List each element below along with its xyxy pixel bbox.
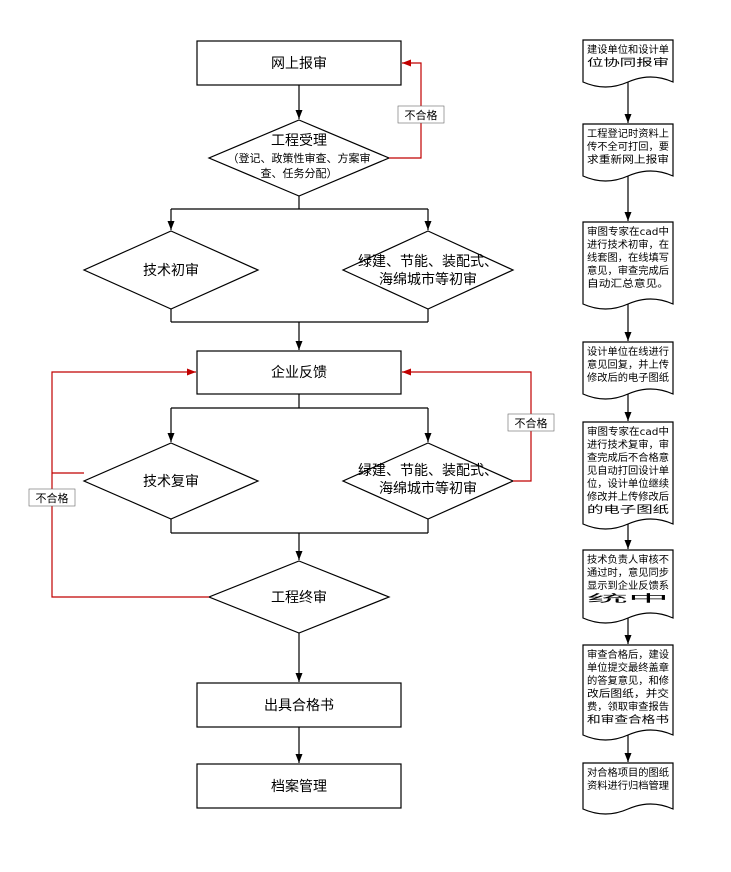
side-note-shape — [582, 421, 674, 530]
side-note-text-line: 通过时，意见同步 — [587, 566, 669, 579]
side-note-shape — [582, 644, 674, 741]
fail-loop-green-re-review: 不合格 — [402, 368, 555, 482]
enterprise-feedback-label: 企业反馈 — [271, 364, 327, 381]
fail-label-acceptance: 不合格 — [405, 108, 438, 122]
side-note-text-line: 资料进行归档管理 — [587, 779, 669, 792]
project-acceptance-node: 工程受理 （登记、政策性审查、方案审 查、任务分配） — [207, 119, 391, 197]
fail-label-final-review: 不合格 — [36, 491, 69, 505]
green-re-review-line-1: 绿建、节能、装配式、 — [358, 463, 498, 479]
side-note-text-line: 求重新网上报审 — [587, 153, 669, 166]
fail-loop-final-review: 不合格 — [28, 368, 209, 598]
side-note-text-line: 的电子图纸 — [587, 503, 669, 516]
side-note-text-line: 单位提交最终盖章 — [587, 661, 669, 674]
side-note-text-line: 的答复意见，和修 — [587, 674, 669, 687]
tech-initial-review-node: 技术初审 — [82, 230, 260, 310]
side-note-text-line: 改后图纸，并交 — [587, 687, 669, 700]
side-note-text-line: 修改后的电子图纸 — [587, 371, 669, 384]
green-initial-review-node: 绿建、节能、装配式、 海绵城市等初审 — [341, 230, 515, 310]
side-note-text-line: 审图专家在cad中 — [587, 425, 669, 438]
green-re-review-line-2: 海绵城市等初审 — [379, 480, 477, 497]
side-note-shape — [582, 39, 674, 88]
online-report-label: 网上报审 — [271, 56, 327, 72]
project-acceptance-detail-2: 查、任务分配） — [261, 166, 338, 180]
side-note-text-line: 审图专家在cad中 — [587, 225, 669, 238]
side-note-text-line: 设计单位在线进行 — [587, 345, 669, 358]
side-note-text-line: 工程登记时资料上 — [587, 127, 669, 140]
issue-certificate-label: 出具合格书 — [264, 698, 334, 714]
side-note-text-line: 和审查合格书 — [587, 713, 669, 726]
side-note-text-line: 统中 — [587, 592, 669, 605]
side-note-shape — [582, 762, 674, 815]
side-note-text-line: 对合格项目的图纸 — [587, 766, 669, 779]
tech-initial-review-label: 技术初审 — [143, 262, 199, 279]
enterprise-feedback-node: 企业反馈 — [196, 350, 402, 395]
green-initial-review-line-2: 海绵城市等初审 — [379, 271, 477, 288]
fail-loop-acceptance: 不合格 — [389, 59, 445, 159]
fail-label-green-re-review: 不合格 — [515, 416, 548, 430]
archive-management-node: 档案管理 — [196, 763, 402, 809]
green-initial-review-line-1: 绿建、节能、装配式、 — [358, 254, 498, 270]
side-note-shape — [582, 341, 674, 400]
side-note-text-line: 进行技术复审，审 — [587, 438, 669, 451]
project-acceptance-title: 工程受理 — [271, 133, 327, 149]
side-note-text-line: 查完成后不合格意 — [587, 451, 669, 464]
side-note-text-line: 建设单位和设计单 — [587, 43, 669, 56]
main-connectors — [167, 85, 432, 763]
side-note-7: 审查合格后，建设单位提交最终盖章的答复意见，和修改后图纸，并交费，领取审查报告和… — [582, 644, 674, 741]
side-note-text-line: 修改并上传修改后 — [587, 490, 669, 503]
side-note-text-line: 显示到企业反馈系 — [587, 579, 669, 592]
green-re-review-node: 绿建、节能、装配式、 海绵城市等初审 — [341, 442, 515, 520]
side-note-text-line: 审查合格后，建设 — [587, 648, 669, 661]
side-note-text-line: 技术负责人审核不 — [587, 553, 669, 566]
archive-management-label: 档案管理 — [271, 778, 327, 795]
side-note-text-line: 位协同报审 — [587, 56, 669, 69]
final-review-label: 工程终审 — [271, 590, 327, 606]
side-note-text-line: 自动汇总意见。 — [587, 277, 669, 290]
side-note-text-line: 进行技术初审，在 — [587, 238, 669, 251]
side-note-text-line: 费，领取审查报告 — [587, 700, 669, 713]
side-note-text-line: 位，设计单位继续 — [587, 477, 669, 490]
tech-re-review-node: 技术复审 — [82, 442, 260, 520]
side-note-text-line: 传不全可打回，要 — [587, 140, 669, 153]
side-note-text-line: 见自动打回设计单 — [587, 464, 669, 477]
tech-re-review-label: 技术复审 — [143, 473, 199, 490]
side-note-text-line: 意见回复，并上传 — [587, 358, 669, 371]
issue-certificate-node: 出具合格书 — [196, 682, 402, 728]
side-notes-column: 建设单位和设计单位协同报审工程登记时资料上传不全可打回，要求重新网上报审审图专家… — [582, 39, 674, 815]
side-note-shape — [582, 123, 674, 182]
side-note-5: 审图专家在cad中进行技术复审，审查完成后不合格意见自动打回设计单位，设计单位继… — [582, 421, 674, 530]
side-note-shape — [582, 221, 674, 310]
project-acceptance-detail-1: （登记、政策性审查、方案审 — [228, 151, 371, 165]
side-note-text-line: 意见，审查完成后 — [587, 264, 669, 277]
final-review-node: 工程终审 — [207, 560, 391, 634]
side-note-shape — [582, 549, 674, 624]
online-report-node: 网上报审 — [196, 40, 402, 86]
side-note-text-line: 线套图，在线填写 — [587, 251, 669, 264]
